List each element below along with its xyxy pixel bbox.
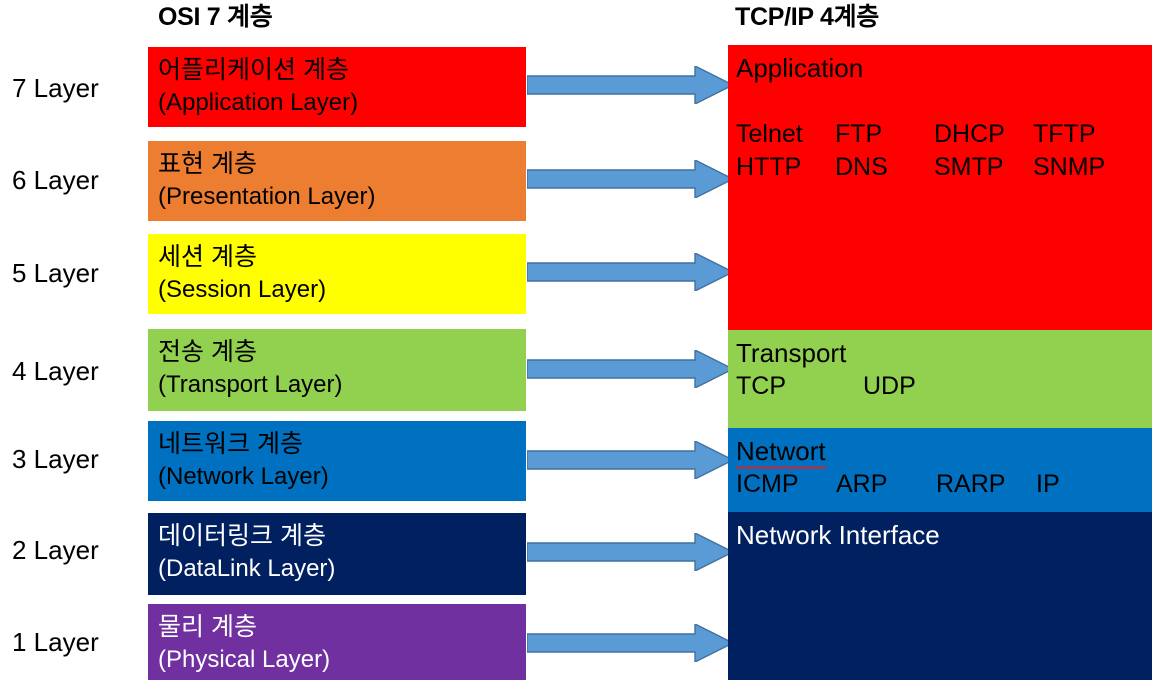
osi-layer-english-label: (DataLink Layer) bbox=[158, 555, 336, 582]
osi-layer-english-label: (Transport Layer) bbox=[158, 371, 343, 398]
protocol-rarp: RARP bbox=[936, 470, 1006, 498]
layer-number-1: 1 Layer bbox=[12, 627, 99, 657]
mapping-arrow-icon bbox=[527, 533, 733, 571]
mapping-arrow-icon bbox=[527, 160, 733, 198]
tcpip-column-heading: TCP/IP 4계층 bbox=[735, 3, 879, 31]
tcpip-band-application: Application Telnet FTP DHCP TFTP HTTP DNS SMT… bbox=[728, 45, 1152, 330]
tcpip-band-title: Application bbox=[736, 53, 864, 83]
protocol-arp: ARP bbox=[836, 470, 888, 498]
osi-layer-box-session: 세션 계층 (Session Layer) bbox=[148, 234, 526, 314]
osi-layer-korean-label: 네트워크 계층 bbox=[158, 430, 303, 458]
osi-layer-box-transport: 전송 계층 (Transport Layer) bbox=[148, 329, 526, 411]
osi-layer-english-label: (Session Layer) bbox=[158, 276, 327, 303]
protocol-http: HTTP bbox=[736, 153, 802, 181]
tcpip-protocol-row: HTTP DNS SMTP SNMP bbox=[736, 151, 1152, 184]
osi-layer-box-network: 네트워크 계층 (Network Layer) bbox=[148, 421, 526, 501]
osi-layer-box-datalink: 데이터링크 계층 (DataLink Layer) bbox=[148, 513, 526, 595]
mapping-arrow-icon bbox=[527, 624, 733, 662]
mapping-arrow-icon bbox=[527, 441, 733, 479]
layer-number-5: 5 Layer bbox=[12, 258, 99, 288]
layer-number-2: 2 Layer bbox=[12, 535, 99, 565]
tcpip-protocol-row: Telnet FTP DHCP TFTP bbox=[736, 118, 1152, 151]
osi-layer-english-label: (Physical Layer) bbox=[158, 646, 331, 673]
layer-number-6: 6 Layer bbox=[12, 165, 99, 195]
protocol-smtp: SMTP bbox=[934, 153, 1004, 181]
protocol-icmp: ICMP bbox=[736, 470, 799, 498]
protocol-telnet: Telnet bbox=[736, 120, 803, 148]
mapping-arrow-icon bbox=[527, 253, 733, 291]
layer-number-4: 4 Layer bbox=[12, 356, 99, 386]
tcpip-band-title: Transport bbox=[736, 338, 847, 368]
osi-layer-korean-label: 세션 계층 bbox=[158, 243, 257, 271]
osi-layer-korean-label: 전송 계층 bbox=[158, 338, 257, 366]
layer-number-3: 3 Layer bbox=[12, 444, 99, 474]
osi-column-heading: OSI 7 계층 bbox=[158, 3, 273, 31]
tcpip-band-network: Networt ICMP ARP RARP IP bbox=[728, 428, 1152, 512]
tcpip-protocol-row: TCP UDP bbox=[736, 370, 1152, 403]
osi-layer-korean-label: 어플리케이션 계층 bbox=[158, 56, 349, 84]
osi-layer-box-application: 어플리케이션 계층 (Application Layer) bbox=[148, 47, 526, 127]
osi-layer-english-label: (Presentation Layer) bbox=[158, 183, 376, 210]
tcpip-protocol-row: ICMP ARP RARP IP bbox=[736, 468, 1152, 501]
tcpip-band-title-text: Networt bbox=[736, 436, 826, 469]
mapping-arrow-icon bbox=[527, 66, 733, 104]
protocol-snmp: SNMP bbox=[1033, 153, 1106, 181]
osi-layer-korean-label: 데이터링크 계층 bbox=[158, 522, 326, 550]
osi-layer-english-label: (Network Layer) bbox=[158, 463, 329, 490]
osi-layer-korean-label: 표현 계층 bbox=[158, 150, 257, 178]
tcpip-band-network-interface: Network Interface bbox=[728, 512, 1152, 680]
osi-layer-english-label: (Application Layer) bbox=[158, 89, 359, 116]
layer-number-7: 7 Layer bbox=[12, 73, 99, 103]
protocol-dhcp: DHCP bbox=[934, 120, 1005, 148]
tcpip-protocol-spacer bbox=[736, 85, 1152, 118]
protocol-dns: DNS bbox=[835, 153, 888, 181]
tcpip-band-title: Network Interface bbox=[736, 520, 940, 550]
mapping-arrow-icon bbox=[527, 350, 733, 388]
protocol-udp: UDP bbox=[863, 372, 916, 400]
osi-layer-box-presentation: 표현 계층 (Presentation Layer) bbox=[148, 141, 526, 221]
tcpip-band-title: Networt bbox=[736, 434, 1152, 469]
osi-layer-box-physical: 물리 계층 (Physical Layer) bbox=[148, 604, 526, 680]
tcpip-band-transport: Transport TCP UDP bbox=[728, 330, 1152, 428]
protocol-tcp: TCP bbox=[736, 372, 786, 400]
osi-layer-korean-label: 물리 계층 bbox=[158, 613, 257, 641]
protocol-ftp: FTP bbox=[835, 120, 883, 148]
protocol-tftp: TFTP bbox=[1033, 120, 1096, 148]
protocol-ip: IP bbox=[1036, 470, 1060, 498]
